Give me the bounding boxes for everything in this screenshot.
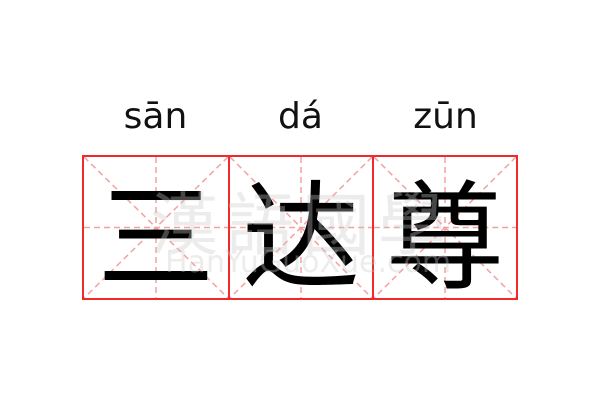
character-grid: 三 达 尊 <box>82 155 518 307</box>
character-cell: 达 <box>228 157 372 307</box>
character: 三 <box>96 169 215 307</box>
character-cell: 尊 <box>372 157 516 307</box>
guide-lines <box>84 157 228 298</box>
character: 达 <box>241 169 360 307</box>
pinyin-3: zūn <box>413 96 478 137</box>
pinyin-1: sān <box>123 96 188 137</box>
character: 尊 <box>385 169 504 307</box>
character-cell: 三 <box>84 157 228 307</box>
pinyin-2: dá <box>278 96 323 137</box>
guide-lines <box>230 157 372 298</box>
guide-lines <box>374 157 516 298</box>
